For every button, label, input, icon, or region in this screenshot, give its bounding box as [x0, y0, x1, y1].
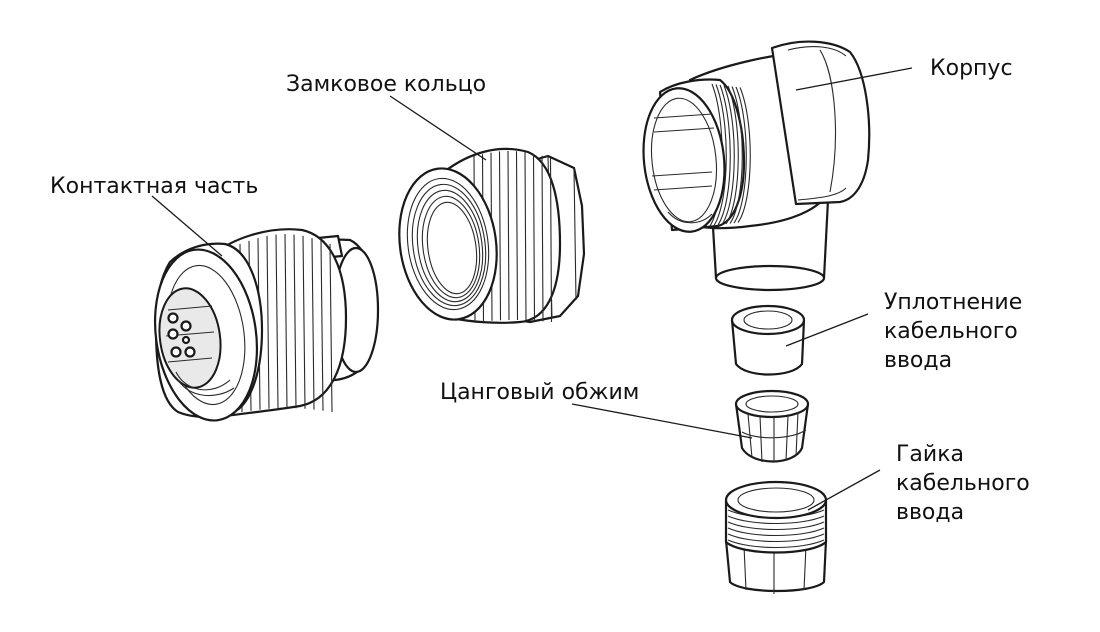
leader-contact-part — [151, 195, 223, 257]
leader-gland-nut — [807, 469, 881, 511]
label-gland-nut: Гайка кабельного ввода — [896, 440, 1030, 527]
label-contact-part: Контактная часть — [50, 174, 259, 199]
locking-ring-drawing — [398, 147, 586, 324]
collet-drawing — [734, 389, 810, 463]
label-gland-nut-line2: кабельного — [896, 471, 1030, 496]
cable-seal-drawing — [730, 304, 806, 376]
contact-part-drawing — [153, 228, 380, 422]
label-collet: Цанговый обжим — [440, 380, 640, 405]
label-gland-nut-line3: ввода — [896, 500, 965, 525]
label-seal: Уплотнение кабельного ввода — [884, 288, 1022, 375]
label-locking-ring: Замковое кольцо — [286, 72, 487, 97]
label-seal-line1: Уплотнение — [884, 290, 1023, 315]
label-gland-nut-line1: Гайка — [896, 442, 964, 467]
label-seal-line2: кабельного — [884, 319, 1018, 344]
leader-collet — [571, 403, 753, 439]
leader-seal — [785, 313, 869, 347]
leader-locking-ring — [389, 95, 487, 161]
gland-nut-drawing — [724, 480, 828, 594]
leader-housing — [795, 67, 913, 91]
label-seal-line3: ввода — [884, 348, 953, 373]
leader-lines — [151, 67, 913, 511]
label-housing: Корпус — [930, 56, 1013, 81]
housing-drawing — [642, 40, 871, 292]
